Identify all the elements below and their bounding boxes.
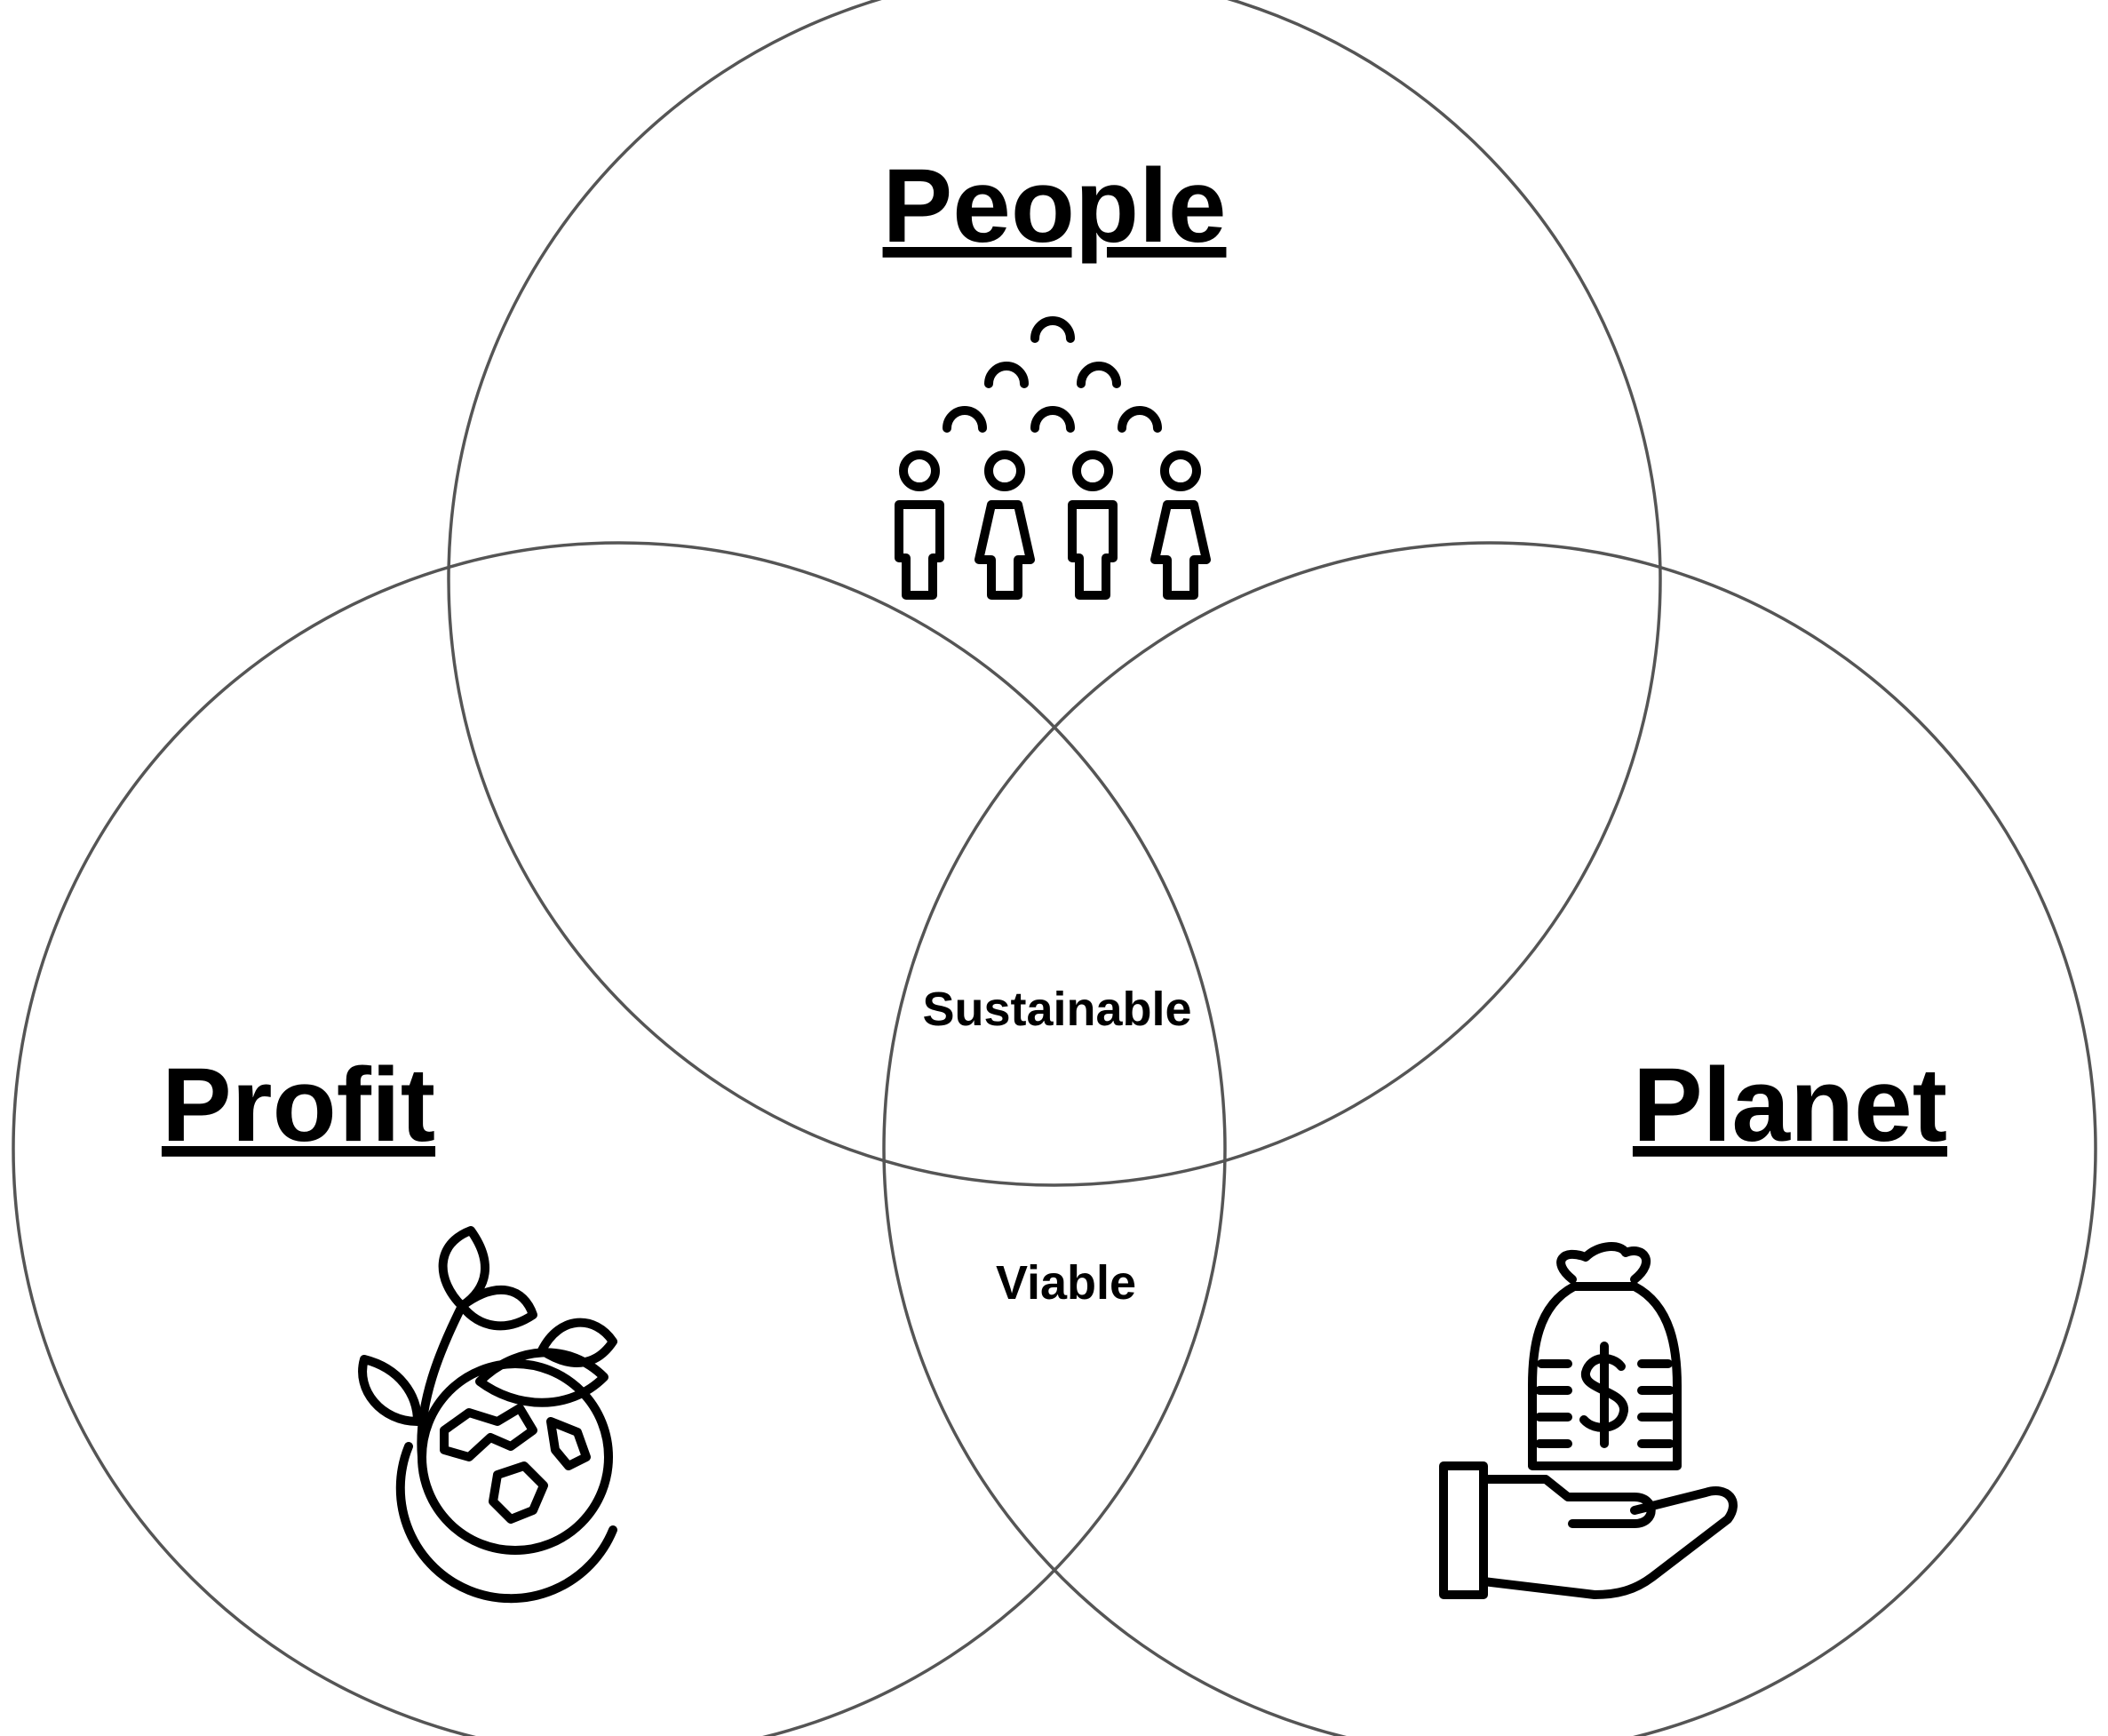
globe-leaves-icon [358, 1226, 617, 1604]
viable-region-label: Viable [996, 1256, 1136, 1310]
planet-label: Planet [1633, 1047, 1947, 1164]
hand-money-bag-icon [1439, 1242, 1738, 1599]
sustainable-region-label: Sustainable [922, 983, 1191, 1036]
planet-circle [882, 541, 2097, 1736]
people-circle [447, 0, 1662, 1187]
people-label: People [883, 147, 1227, 265]
profit-label: Profit [162, 1047, 435, 1164]
profit-circle [12, 541, 1227, 1736]
people-group-icon [895, 316, 1211, 600]
